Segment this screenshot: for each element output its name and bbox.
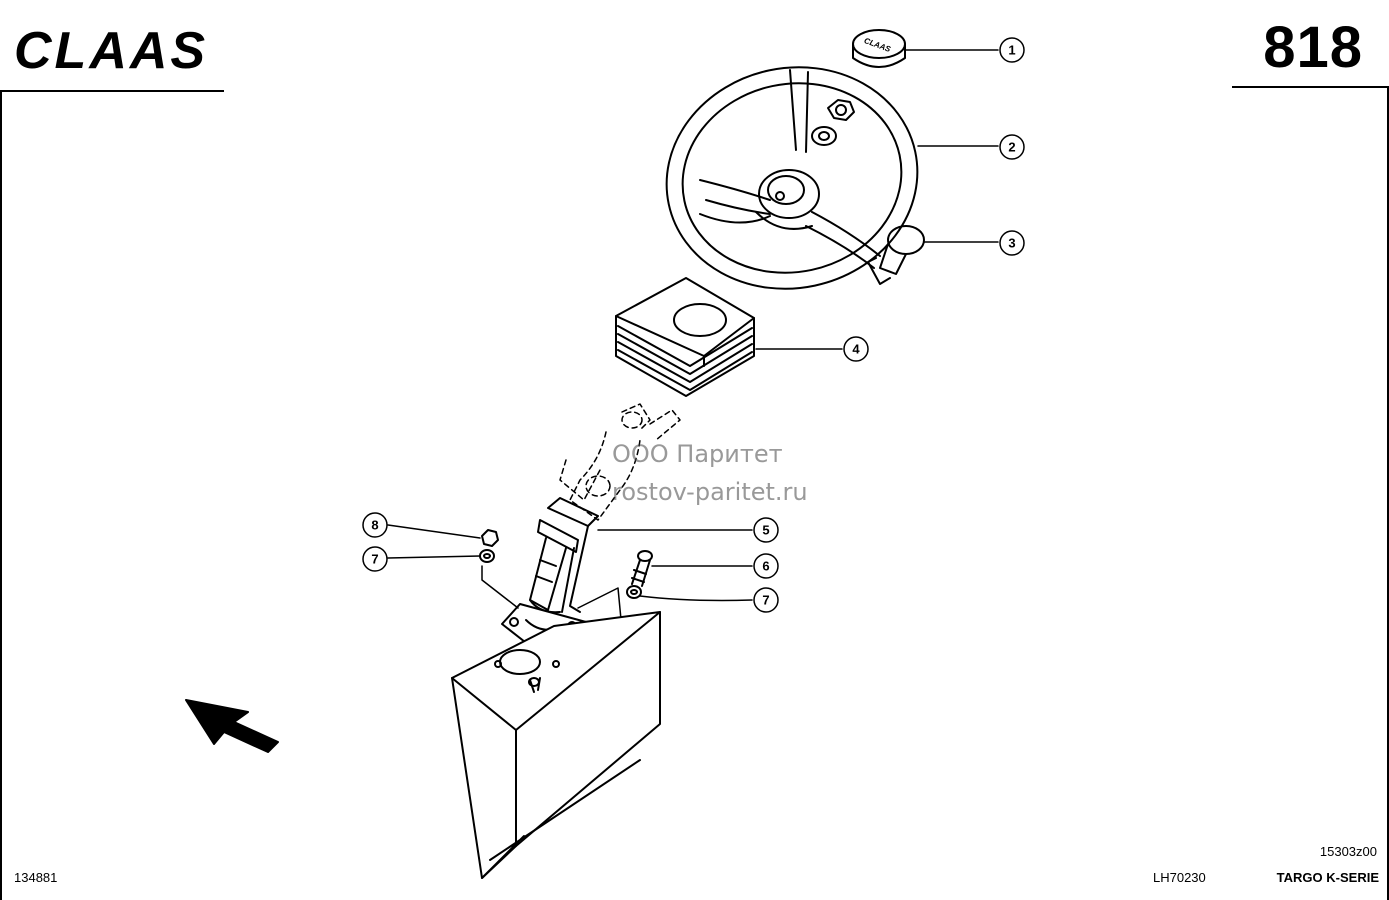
callout-4: 4 bbox=[852, 342, 860, 357]
callout-circles bbox=[362, 37, 1025, 613]
drawing-code: 15303z00 bbox=[1319, 844, 1377, 859]
part-spinner-knob bbox=[867, 225, 925, 285]
part-nut-washer bbox=[811, 99, 855, 146]
callout-5: 5 bbox=[762, 523, 769, 538]
callout-1: 1 bbox=[1008, 43, 1015, 58]
direction-arrow-icon bbox=[185, 699, 279, 753]
watermark-url: rostov-paritet.ru bbox=[612, 478, 808, 506]
leader-lines bbox=[387, 49, 999, 602]
callout-3: 3 bbox=[1008, 236, 1015, 251]
part-column-bracket bbox=[529, 497, 599, 614]
sheet-border-left bbox=[0, 90, 2, 900]
part-horn-cap: CLAAS bbox=[852, 29, 906, 68]
part-washer bbox=[479, 549, 642, 599]
callout-2: 2 bbox=[1008, 140, 1015, 155]
page-number: 818 bbox=[1263, 15, 1363, 80]
sheet-border-right bbox=[1387, 86, 1389, 900]
part-nut bbox=[481, 529, 499, 547]
header-rule-right bbox=[1232, 86, 1389, 88]
part-steering-wheel bbox=[665, 66, 919, 290]
brand-logo-text: CLAAS bbox=[14, 24, 208, 76]
part-console-box bbox=[451, 611, 661, 879]
part-rubber-boot bbox=[615, 277, 755, 397]
part-bolt bbox=[631, 550, 653, 587]
callout-labels: 1 2 3 4 5 6 7 7 8 bbox=[371, 43, 1015, 608]
document-id: 134881 bbox=[14, 870, 58, 885]
callout-6: 6 bbox=[762, 559, 769, 574]
header-rule-left bbox=[0, 90, 224, 92]
callout-8: 8 bbox=[371, 518, 378, 533]
callout-7-right: 7 bbox=[762, 593, 769, 608]
model-series: TARGO K-SERIE bbox=[1276, 870, 1379, 885]
claas-logo-icon: CLAAS bbox=[14, 24, 208, 76]
assembly-guide-lines bbox=[481, 565, 623, 631]
callout-7-left: 7 bbox=[371, 552, 378, 567]
watermark-company: ООО Паритет bbox=[612, 440, 783, 468]
reference-code: LH70230 bbox=[1153, 870, 1206, 885]
